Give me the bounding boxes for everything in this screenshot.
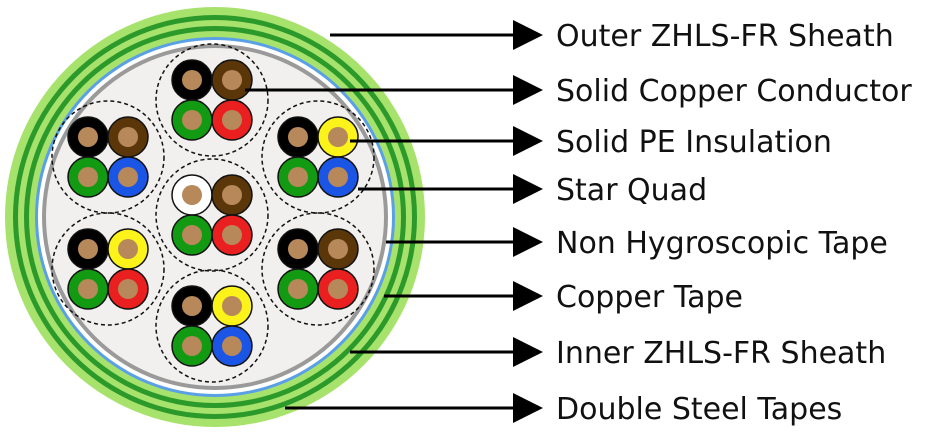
star-quad-outline bbox=[155, 269, 269, 383]
copper-conductor bbox=[182, 70, 202, 90]
copper-conductor bbox=[118, 167, 138, 187]
copper-conductor bbox=[288, 127, 308, 147]
star-quad-outline bbox=[155, 43, 269, 157]
callout-labels: Outer ZHLS-FR Sheath Solid Copper Conduc… bbox=[556, 19, 912, 427]
copper-conductor bbox=[222, 225, 242, 245]
star-quad-outline bbox=[51, 212, 165, 326]
copper-conductor bbox=[118, 127, 138, 147]
copper-conductor bbox=[182, 336, 202, 356]
label-solid-copper-conductor: Solid Copper Conductor bbox=[556, 74, 912, 109]
label-outer-sheath: Outer ZHLS-FR Sheath bbox=[556, 19, 894, 54]
copper-conductor bbox=[328, 239, 348, 259]
copper-conductor bbox=[222, 336, 242, 356]
copper-conductor bbox=[328, 127, 348, 147]
callout-arrows bbox=[245, 20, 543, 423]
star-quad-outline bbox=[155, 158, 269, 272]
star-quad bbox=[261, 212, 375, 326]
copper-conductor bbox=[78, 127, 98, 147]
label-solid-pe-insulation: Solid PE Insulation bbox=[556, 125, 832, 160]
copper-conductor bbox=[328, 279, 348, 299]
star-quad-outline bbox=[51, 100, 165, 214]
copper-conductor bbox=[288, 167, 308, 187]
copper-conductor bbox=[182, 225, 202, 245]
copper-conductor bbox=[222, 110, 242, 130]
copper-conductor bbox=[222, 296, 242, 316]
copper-conductor bbox=[182, 296, 202, 316]
copper-conductor bbox=[288, 279, 308, 299]
copper-conductor bbox=[118, 239, 138, 259]
copper-conductor bbox=[328, 167, 348, 187]
copper-conductor bbox=[222, 185, 242, 205]
label-double-steel-tapes: Double Steel Tapes bbox=[556, 392, 842, 427]
star-quad-outline bbox=[261, 100, 375, 214]
star-quad bbox=[51, 212, 165, 326]
star-quad bbox=[51, 100, 165, 214]
star-quad bbox=[155, 269, 269, 383]
copper-conductor bbox=[118, 279, 138, 299]
label-inner-sheath: Inner ZHLS-FR Sheath bbox=[556, 336, 886, 371]
copper-conductor bbox=[78, 279, 98, 299]
label-copper-tape: Copper Tape bbox=[556, 280, 743, 315]
copper-conductor bbox=[222, 70, 242, 90]
copper-conductor bbox=[78, 167, 98, 187]
star-quad bbox=[261, 100, 375, 214]
copper-conductor bbox=[182, 110, 202, 130]
star-quad-outline bbox=[261, 212, 375, 326]
label-star-quad: Star Quad bbox=[556, 173, 707, 208]
copper-conductor bbox=[78, 239, 98, 259]
star-quad bbox=[155, 43, 269, 157]
copper-conductor bbox=[182, 185, 202, 205]
star-quad bbox=[155, 158, 269, 272]
label-non-hygroscopic-tape: Non Hygroscopic Tape bbox=[556, 226, 888, 261]
copper-conductor bbox=[288, 239, 308, 259]
star-quads-group bbox=[51, 43, 375, 383]
